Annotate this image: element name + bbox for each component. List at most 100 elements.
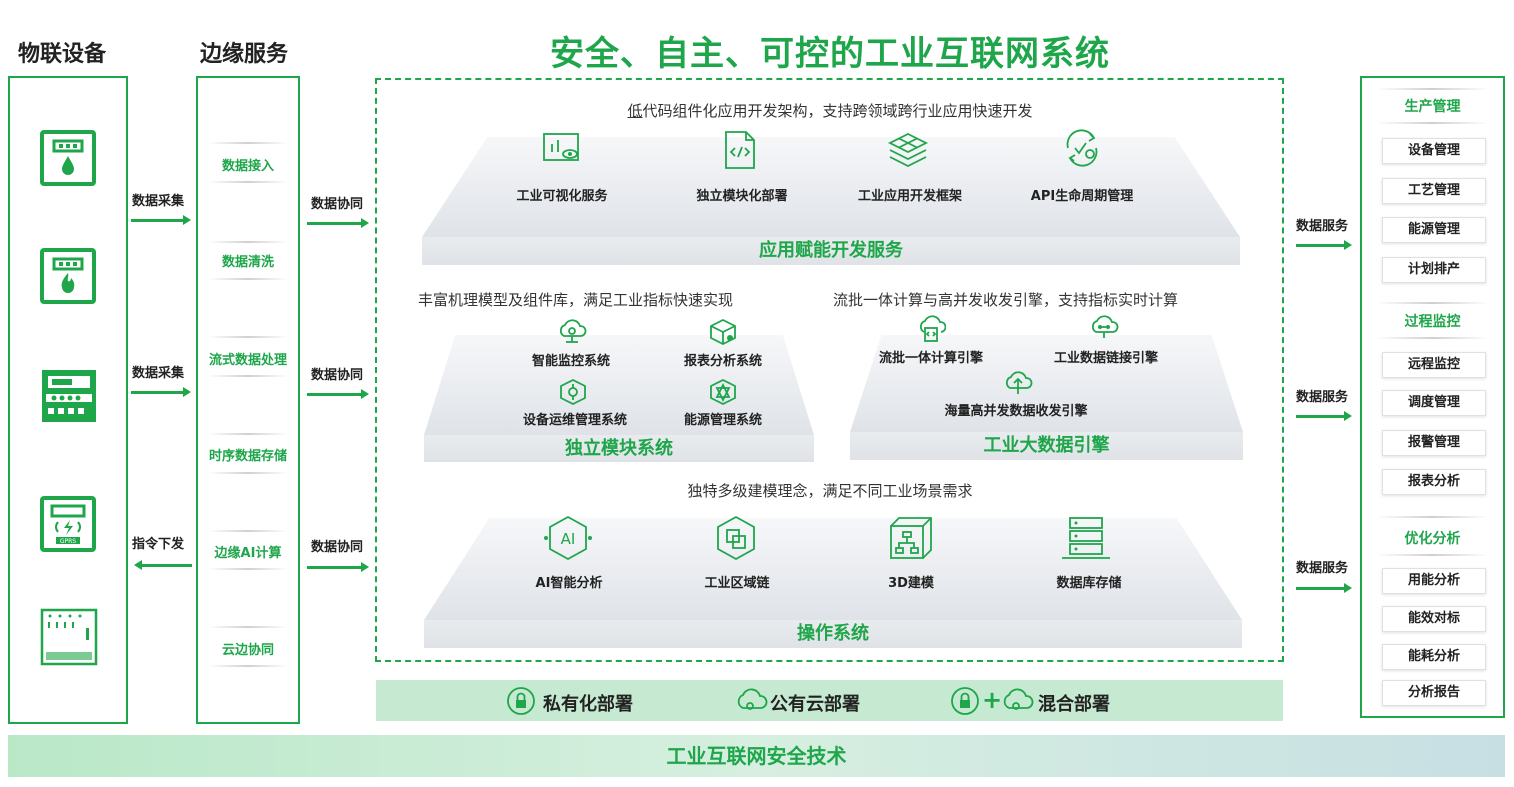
arrow-collect-2 [131,387,191,397]
edge-separator [208,530,288,532]
top-caption-rest: 代码组件化应用开发架构，支持跨领域跨行业应用快速开发 [642,102,1033,120]
iot-column-title: 物联设备 [18,42,107,67]
gas-meter-icon [40,248,96,304]
gprs-text: GPRS [60,538,76,545]
app-item-scheduling[interactable]: 计划排产 [1382,257,1486,283]
edge-separator [208,181,288,183]
edge-item-data-cleaning: 数据清洗 [221,255,274,270]
edge-item-timeseries-storage: 时序数据存储 [208,449,287,464]
arrow-label-command: 指令下发 [132,537,185,552]
top-layer-title: 应用赋能开发服务 [422,237,1240,265]
code-file-icon [720,128,760,176]
edge-separator [208,472,288,474]
top-caption-first-char: 低 [627,102,643,120]
edge-separator [208,375,288,377]
svc-label-module-deploy: 独立模块化部署 [696,189,788,204]
mid-left-caption: 丰富机理模型及组件库，满足工业指标快速实现 [418,291,734,309]
visual-chart-icon [540,130,584,174]
group-title-optimization: 优化分析 [1404,531,1461,547]
app-item-benchmark[interactable]: 能效对标 [1382,606,1486,632]
app-item-equipment[interactable]: 设备管理 [1382,138,1486,164]
gprs-meter-icon: GPRS [40,496,96,552]
edge-item-stream-processing: 流式数据处理 [208,353,287,368]
controller-panel-icon [40,368,98,424]
app-item-consumption[interactable]: 能耗分析 [1382,644,1486,670]
hybrid-plus: + [982,686,1003,714]
arrow-label-collect-2: 数据采集 [132,366,185,381]
app-item-energy[interactable]: 能源管理 [1382,217,1486,243]
public-cloud-icon [734,686,768,720]
svc-label-api-lifecycle: API生命周期管理 [1030,189,1134,204]
edge-separator [208,142,288,144]
arrow-sync-1 [307,218,369,228]
arrow-service-1 [1296,240,1352,250]
svc-label-3d-modeling: 3D建模 [888,576,934,591]
svc-label-data-link: 工业数据链接引擎 [1053,351,1158,366]
edge-item-edge-ai: 边缘AI计算 [214,546,282,561]
edge-column-title: 边缘服务 [200,42,289,67]
top-layer-platform [422,137,1240,237]
database-icon [1060,514,1112,566]
svc-label-visualization: 工业可视化服务 [516,189,608,204]
edge-separator [208,336,288,338]
arrow-label-sync-2: 数据协同 [311,368,364,383]
ai-chip-text: AI [561,530,576,548]
mid-right-platform [850,335,1243,432]
arrow-sync-3 [307,562,369,572]
right-separator [1376,554,1489,556]
ai-chip-icon: AI [544,514,592,566]
svc-label-ai-analysis: AI智能分析 [535,576,603,591]
deploy-public: 公有云部署 [770,694,860,715]
app-item-dispatch[interactable]: 调度管理 [1382,390,1486,416]
mid-right-caption: 流批一体计算与高并发收发引擎，支持指标实时计算 [833,291,1179,309]
app-item-alarm[interactable]: 报警管理 [1382,430,1486,456]
device-ops-icon [558,378,588,410]
hybrid-cloud-icon [1000,686,1034,720]
edge-separator [208,665,288,667]
group-title-production: 生产管理 [1404,99,1461,115]
arrow-collect-1 [131,215,191,225]
app-item-remote-monitor[interactable]: 远程监控 [1382,352,1486,378]
edge-item-data-access: 数据接入 [221,159,274,174]
mid-left-title: 独立模块系统 [424,435,814,462]
right-separator [1376,88,1489,90]
hybrid-lock-icon [950,686,980,720]
app-item-analysis-report[interactable]: 分析报告 [1382,680,1486,706]
svc-label-database: 数据库存储 [1056,576,1122,591]
arrow-command [134,560,192,570]
water-meter-icon [40,130,96,186]
arrow-service-2 [1296,411,1352,421]
edge-separator [208,626,288,628]
edge-services-panel: 数据接入 数据清洗 流式数据处理 时序数据存储 边缘AI计算 云边协同 [196,76,300,724]
svc-label-report-analysis: 报表分析系统 [683,354,762,369]
svc-label-stream-batch: 流批一体计算引擎 [878,351,983,366]
svc-label-smart-monitor: 智能监控系统 [531,354,610,369]
app-item-energy-usage[interactable]: 用能分析 [1382,568,1486,594]
main-system-area [375,78,1284,662]
svc-label-device-ops: 设备运维管理系统 [522,413,627,428]
app-item-process[interactable]: 工艺管理 [1382,178,1486,204]
arrow-label-service-3: 数据服务 [1296,561,1349,576]
report-cube-icon [708,318,738,350]
svc-label-concurrency: 海量高并发数据收发引擎 [944,404,1088,419]
right-separator [1376,302,1489,304]
edge-separator [208,241,288,243]
edge-item-cloud-edge: 云边协同 [221,643,274,658]
svc-label-blockchain: 工业区域链 [704,576,770,591]
top-layer-caption: 低代码组件化应用开发架构，支持跨领域跨行业应用快速开发 [376,100,1284,121]
deploy-private: 私有化部署 [543,694,633,715]
deploy-hybrid: 混合部署 [1038,694,1110,715]
svc-label-energy: 能源管理系统 [683,413,762,428]
api-cycle-icon [1060,126,1104,174]
arrow-label-service-1: 数据服务 [1296,219,1349,234]
stream-batch-icon [916,314,947,348]
private-lock-icon [506,686,536,720]
edge-separator [208,278,288,280]
mid-right-title: 工业大数据引擎 [850,432,1243,460]
mid-left-platform [424,335,814,435]
iot-devices-panel: GPRS [8,76,128,724]
cube-3d-icon [886,514,934,566]
app-item-report[interactable]: 报表分析 [1382,469,1486,495]
arrow-sync-2 [307,389,369,399]
right-separator [1376,516,1489,518]
